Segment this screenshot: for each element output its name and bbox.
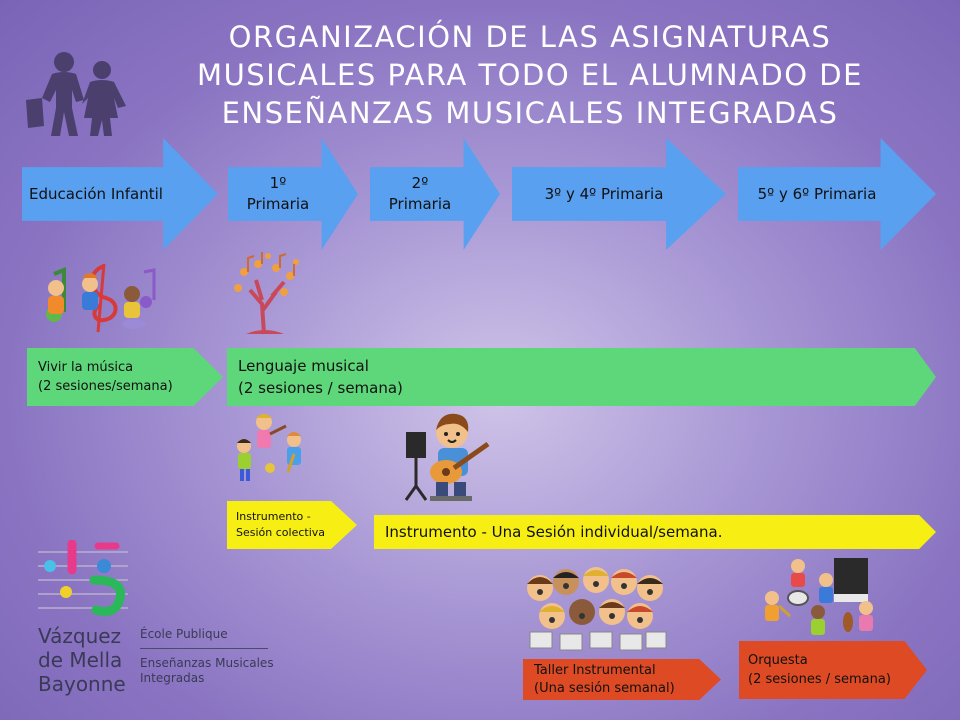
stage-label: 1º Primaria — [246, 174, 310, 213]
title-line-1: ORGANIZACIÓN DE LAS ASIGNATURAS — [228, 20, 832, 54]
logo-divider — [140, 648, 268, 649]
subject-name: Instrumento - — [236, 510, 311, 523]
subject-name: Lenguaje musical — [238, 357, 369, 375]
subject-detail: (2 sesiones / semana) — [748, 672, 891, 687]
subject-name: Vivir la música — [38, 360, 134, 375]
stage-label: Educación Infantil — [29, 184, 163, 203]
page-title: ORGANIZACIÓN DE LAS ASIGNATURAS MUSICALE… — [150, 18, 910, 132]
stage-arrow-3-4-primaria: 3º y 4º Primaria — [512, 138, 726, 250]
band-instrumento-colectivo: Instrumento - Sesión colectiva — [227, 501, 357, 549]
band-vivir-la-musica: Vivir la música (2 sesiones/semana) — [27, 348, 223, 406]
logo-line-2: de Mella — [38, 648, 123, 672]
children-orchestra-icon — [765, 558, 873, 635]
stage-label: 5º y 6º Primaria — [757, 184, 877, 203]
logo-school: École Publique — [140, 627, 228, 641]
logo-line-3: Bayonne — [38, 672, 126, 696]
subject-detail: (Una sesión semanal) — [534, 680, 675, 696]
kids-playing-instruments-icon — [237, 414, 301, 481]
logo-line-1: Vázquez — [38, 624, 122, 648]
stage-label: 3º y 4º Primaria — [544, 184, 664, 203]
logo-program-line-2: Integradas — [140, 671, 205, 685]
subject-detail: (2 sesiones/semana) — [38, 379, 173, 394]
subject-name: Taller Instrumental — [534, 662, 656, 678]
band-instrumento-individual: Instrumento - Una Sesión individual/sema… — [374, 515, 936, 549]
stage-arrow-5-6-primaria: 5º y 6º Primaria — [738, 138, 936, 250]
subject-name: Instrumento — [385, 523, 477, 541]
subject-detail: - Una Sesión individual/semana. — [476, 523, 723, 541]
school-children-silhouette-icon — [26, 52, 126, 136]
band-lenguaje-musical: Lenguaje musical (2 sesiones / semana) — [227, 348, 936, 406]
children-choir-icon — [527, 567, 667, 651]
title-line-2: MUSICALES PARA TODO EL ALUMNADO DE — [197, 58, 863, 92]
school-logo-icon — [38, 540, 128, 616]
kids-with-music-notes-icon — [46, 263, 156, 333]
stage-arrow-1-primaria: 1º Primaria — [228, 138, 358, 250]
stage-arrow-educacion-infantil: Educación Infantil — [22, 138, 218, 250]
boy-with-guitar-icon — [404, 413, 490, 501]
subject-name: Orquesta — [748, 653, 808, 668]
title-line-3: ENSEÑANZAS MUSICALES INTEGRADAS — [221, 96, 839, 130]
subject-detail: (2 sesiones / semana) — [238, 379, 403, 397]
stage-arrow-2-primaria: 2º Primaria — [370, 138, 500, 250]
logo-program-line-1: Enseñanzas Musicales — [140, 656, 274, 670]
band-taller-instrumental: Taller Instrumental (Una sesión semanal) — [523, 659, 721, 700]
logo-text: Vázquez de Mella Bayonne — [38, 624, 126, 696]
band-orquesta: Orquesta (2 sesiones / semana) — [739, 641, 927, 699]
subject-detail: Sesión colectiva — [236, 526, 326, 539]
music-tree-icon — [234, 252, 299, 335]
stage-label: 2º Primaria — [388, 174, 452, 213]
logo-program: Enseñanzas Musicales Integradas — [140, 656, 274, 686]
